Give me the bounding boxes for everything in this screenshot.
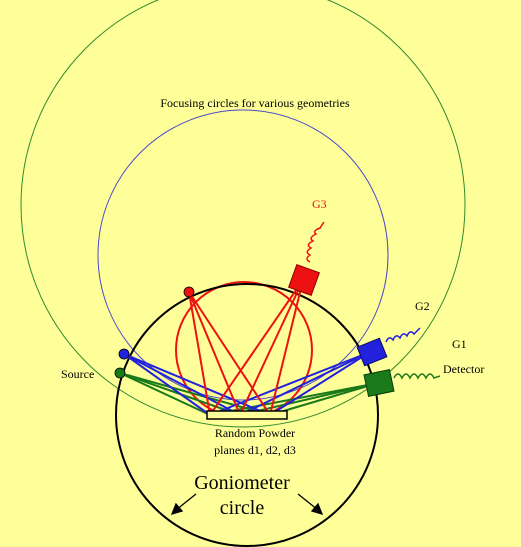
goniometer-circle — [115, 283, 379, 547]
source-g1 — [114, 367, 126, 379]
detector-g1 — [363, 368, 441, 398]
g3-beam-paths — [188, 279, 304, 416]
label-detector: Detector — [443, 362, 484, 376]
label-g2: G2 — [415, 299, 430, 313]
label-g3: G3 — [312, 197, 327, 211]
detector-g3-cable-icon — [306, 221, 325, 263]
goniometer-arrows — [170, 493, 324, 516]
detector-g1-cable-icon — [393, 373, 441, 380]
label-goniometer-line1: Goniometer — [194, 472, 290, 494]
focusing-circle-g1 — [20, 0, 466, 428]
focusing-circle-g2 — [97, 109, 389, 401]
label-source: Source — [61, 367, 94, 381]
detector-g3 — [287, 221, 325, 297]
focusing-circles-title: Focusing circles for various geometries — [160, 96, 350, 110]
source-g3 — [183, 286, 195, 298]
detector-g2-cable-icon — [385, 327, 421, 343]
label-g1: G1 — [452, 337, 467, 351]
label-sample-line2: planes d1, d2, d3 — [214, 443, 296, 457]
sample-holder — [206, 410, 288, 420]
detector-g2 — [356, 327, 421, 367]
label-sample-line1: Random Powder — [215, 426, 295, 440]
source-g2 — [118, 348, 130, 360]
label-goniometer-line2: circle — [220, 497, 265, 519]
